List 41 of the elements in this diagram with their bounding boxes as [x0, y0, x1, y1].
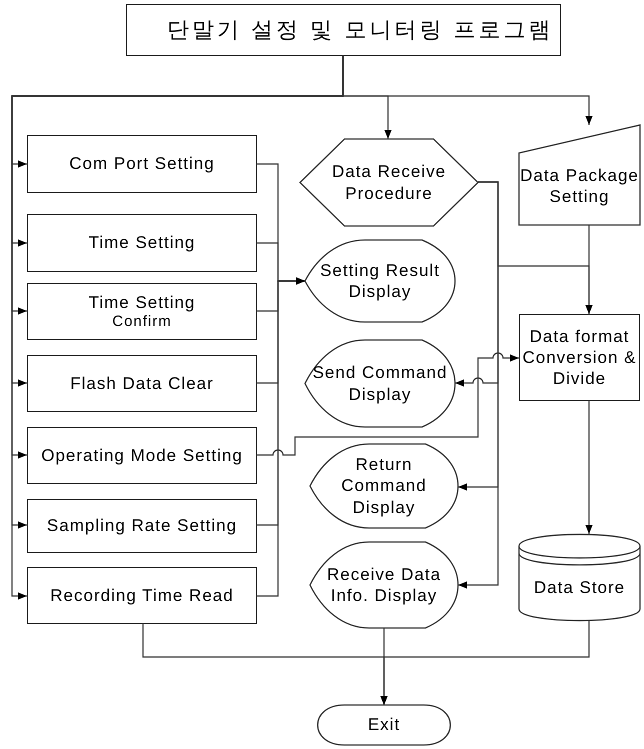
arrow	[256, 352, 519, 456]
node-label: Receive Data Info. Display	[326, 564, 442, 606]
node-label: Data Store	[534, 576, 626, 598]
node-label: Operating Mode Setting	[41, 444, 243, 466]
node-label: Time Setting	[88, 292, 196, 313]
process-box	[27, 499, 257, 553]
node-label: Setting Result Display	[319, 260, 441, 302]
node-label: Data Receive Procedure	[330, 161, 448, 204]
title-box	[126, 4, 561, 56]
preparation-hexagon	[300, 139, 478, 226]
process-box	[27, 567, 257, 624]
display-shape	[305, 240, 455, 322]
node-label: Exit	[368, 714, 400, 736]
node-label: Sampling Rate Setting	[46, 515, 238, 537]
process-box	[519, 314, 640, 401]
arrow	[585, 400, 593, 534]
process-box	[27, 283, 257, 340]
database-cylinder	[519, 534, 640, 621]
process-box	[27, 427, 257, 484]
title-text: 단말기 설정 및 모니터링 프로그램	[167, 16, 554, 44]
node-label: Data format Conversion & Divide	[521, 326, 638, 390]
manual-input-shape	[519, 125, 640, 225]
node-label: Recording Time Read	[50, 584, 234, 606]
node-label: Flash Data Clear	[70, 372, 214, 394]
process-box	[27, 355, 257, 412]
node-label: Com Port Setting	[69, 153, 215, 175]
display-shape	[310, 444, 458, 528]
node-label: Return Command Display	[340, 454, 428, 518]
display-shape	[310, 542, 458, 628]
terminator-shape	[318, 705, 450, 745]
node-label: Send Command Display	[312, 362, 448, 405]
node-label: Data Package Setting	[519, 164, 640, 208]
display-shape	[305, 340, 455, 427]
node-label: Confirm	[112, 312, 172, 332]
process-box	[27, 214, 257, 272]
arrow	[256, 277, 305, 597]
node-label: Time Setting	[88, 232, 196, 254]
arrow	[342, 56, 593, 125]
arrow	[380, 627, 388, 705]
arrow	[585, 224, 593, 314]
process-box	[27, 135, 257, 193]
